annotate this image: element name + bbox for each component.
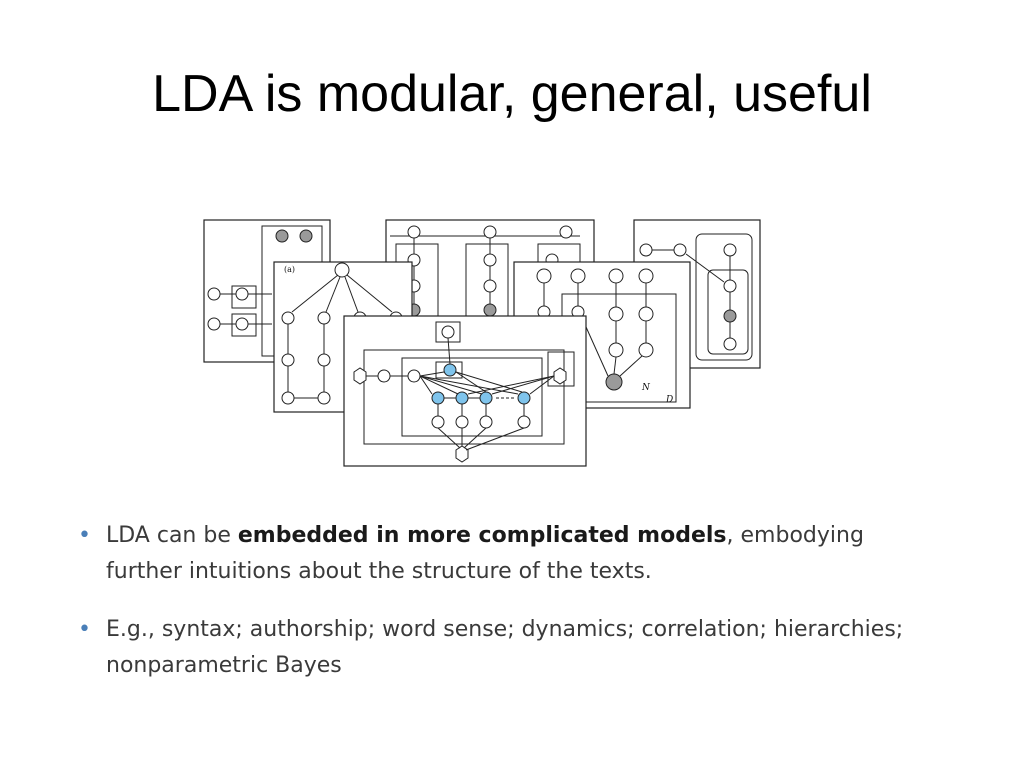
svg-text:D: D xyxy=(665,395,673,405)
graphical-models-collage: .box{fill:#fff;stroke:#222;stroke-width:… xyxy=(200,214,762,468)
bullet-item-examples: • E.g., syntax; authorship; word sense; … xyxy=(78,612,938,684)
bullet-text-examples: E.g., syntax; authorship; word sense; dy… xyxy=(106,617,904,678)
bullet-dot: • xyxy=(78,617,91,642)
bullet-text-before: LDA can be xyxy=(106,523,238,548)
svg-text:N: N xyxy=(641,383,651,393)
collage-svg: .box{fill:#fff;stroke:#222;stroke-width:… xyxy=(203,219,761,467)
panel-label-a: (a) xyxy=(284,265,295,274)
slide-title: LDA is modular, general, useful xyxy=(152,65,872,123)
bullet-text-after: , embodying further intuitions about the… xyxy=(106,523,864,584)
bullet-dot: • xyxy=(78,523,91,548)
bullet-item-embedded: • LDA can be embedded in more complicate… xyxy=(78,518,938,590)
bullet-list: • LDA can be embedded in more complicate… xyxy=(78,518,938,706)
model-panel-6 xyxy=(343,315,587,467)
bullet-text-bold: embedded in more complicated models xyxy=(237,523,727,548)
